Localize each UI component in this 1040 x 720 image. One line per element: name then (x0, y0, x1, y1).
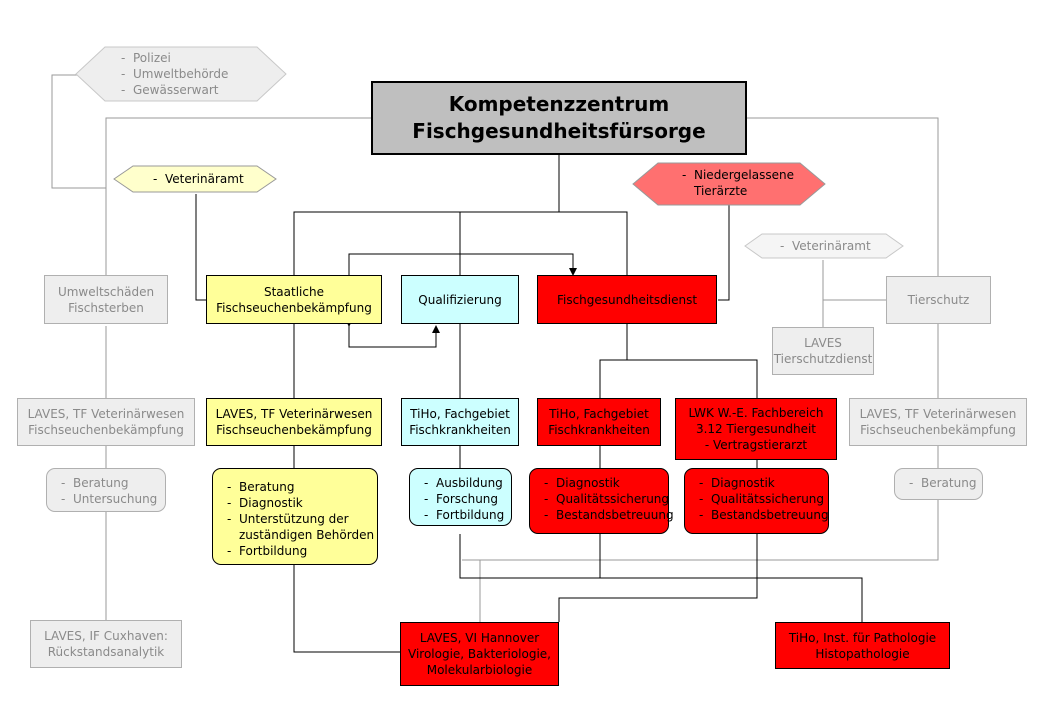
hex-vet-office-right: Veterinäramt (744, 233, 904, 259)
list-item: Bestandsbetreuung (699, 507, 829, 523)
list-item: Niedergelassene Tierärzte (682, 167, 794, 199)
node-tiho-fischkrankheiten-cyan: TiHo, Fachgebiet Fischkrankheiten (401, 398, 519, 446)
list-item: Untersuchung (61, 491, 157, 507)
node-qualifizierung: Qualifizierung (401, 275, 519, 324)
node-laves-vi-hannover: LAVES, VI Hannover Virologie, Bakteriolo… (400, 622, 559, 686)
node-laves-tf-left: LAVES, TF Veterinärwesen Fischseuchenbek… (17, 398, 195, 446)
list-item: Umweltbehörde (121, 66, 228, 82)
list-item: Diagnostik (544, 475, 674, 491)
node-tiho-fischkrankheiten-red: TiHo, Fachgebiet Fischkrankheiten (537, 398, 661, 446)
list-item: Forschung (424, 491, 504, 507)
hex-private-vets: Niedergelassene Tierärzte (632, 162, 826, 206)
list-item: Unterstützung der zuständigen Behörden (227, 511, 374, 543)
list-item: Qualitätssicherung (699, 491, 829, 507)
list-item: Gewässerwart (121, 82, 228, 98)
hex-police-authorities: PolizeiUmweltbehördeGewässerwart (75, 46, 287, 102)
list-item: Polizei (121, 50, 228, 66)
list-item: Bestandsbetreuung (544, 507, 674, 523)
hex-vet-office-left: Veterinäramt (113, 165, 277, 193)
list-item: Fortbildung (227, 543, 374, 559)
node-laves-if-cuxhaven: LAVES, IF Cuxhaven: Rückstandsanalytik (30, 620, 182, 668)
police-list: PolizeiUmweltbehördeGewässerwart (121, 50, 228, 98)
node-fischgesundheitsdienst: Fischgesundheitsdienst (537, 275, 717, 324)
vet-office-left-list: Veterinäramt (153, 171, 244, 187)
node-tiho-pathologie: TiHo, Inst. für Pathologie Histopatholog… (775, 622, 950, 669)
list-item: Qualitätssicherung (544, 491, 674, 507)
node-staatliche-fischseuchenbekaempfung: Staatliche Fischseuchenbekämpfung (206, 275, 382, 324)
list-grey-right: Beratung (894, 468, 983, 500)
list-red-tasks-2: DiagnostikQualitätssicherungBestandsbetr… (684, 468, 829, 534)
list-item: Beratung (61, 475, 157, 491)
list-item: Veterinäramt (780, 238, 871, 254)
list-item: Diagnostik (699, 475, 829, 491)
node-laves-tf-right: LAVES, TF Veterinärwesen Fischseuchenbek… (849, 398, 1027, 446)
list-cyan-tasks: AusbildungForschungFortbildung (409, 468, 512, 526)
private-vets-list: Niedergelassene Tierärzte (682, 167, 794, 199)
list-grey-left: BeratungUntersuchung (46, 468, 166, 512)
vet-office-right-list: Veterinäramt (780, 238, 871, 254)
node-lwk-tiergesundheit: LWK W.-E. Fachbereich 3.12 Tiergesundhei… (675, 398, 837, 460)
list-item: Veterinäramt (153, 171, 244, 187)
list-item: Diagnostik (227, 495, 374, 511)
node-laves-tierschutzdienst: LAVES Tierschutzdienst (772, 327, 874, 375)
list-red-tasks-1: DiagnostikQualitätssicherungBestandsbetr… (529, 468, 674, 534)
page-title: Kompetenzzentrum Fischgesundheitsfürsorg… (371, 81, 747, 155)
node-laves-tf-center: LAVES, TF Veterinärwesen Fischseuchenbek… (206, 398, 382, 446)
list-item: Fortbildung (424, 507, 504, 523)
list-item: Beratung (909, 475, 976, 491)
list-item: Beratung (227, 479, 374, 495)
list-item: Ausbildung (424, 475, 504, 491)
node-tierschutz: Tierschutz (886, 276, 991, 324)
list-yellow-tasks: BeratungDiagnostikUnterstützung der zust… (212, 468, 378, 565)
node-umweltschaeden: Umweltschäden Fischsterben (44, 275, 168, 324)
